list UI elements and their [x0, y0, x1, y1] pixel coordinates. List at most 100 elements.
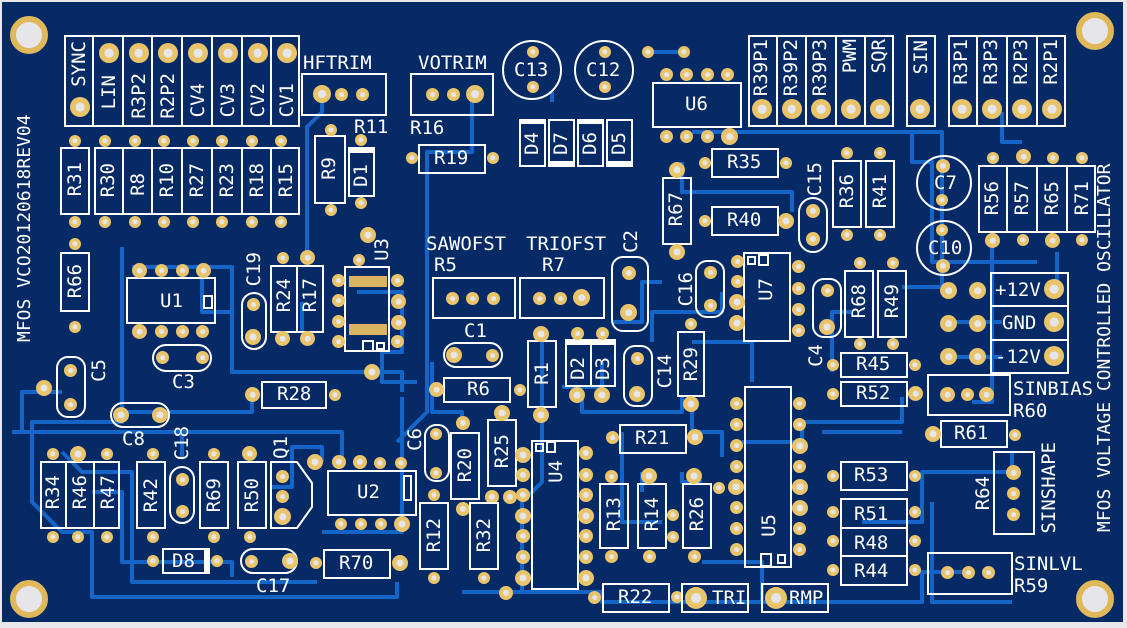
pad[interactable] [245, 555, 258, 568]
pad[interactable] [307, 454, 323, 470]
pad[interactable] [908, 386, 923, 401]
r2p3-pad[interactable] [1012, 99, 1032, 119]
r39p3-pad[interactable] [811, 99, 832, 119]
power-row-minus12v[interactable]: -12V [992, 341, 1067, 372]
power-row-gnd[interactable]: GND [992, 307, 1067, 341]
pad[interactable] [486, 349, 499, 362]
pad[interactable] [72, 531, 84, 543]
pad[interactable] [731, 275, 744, 288]
pad[interactable] [1016, 149, 1031, 164]
pad[interactable] [208, 448, 220, 460]
pad[interactable] [1047, 152, 1059, 164]
pad[interactable] [515, 570, 531, 586]
connector-r39p3[interactable]: R39P3 [807, 35, 837, 127]
connector-r39p1[interactable]: R39P1 [748, 35, 778, 127]
pad[interactable] [909, 535, 921, 547]
pad[interactable] [147, 448, 159, 460]
pad[interactable] [244, 531, 256, 543]
pad[interactable] [792, 500, 808, 516]
pad[interactable] [731, 255, 744, 268]
connector-r2p1[interactable]: R2P1 [1038, 35, 1066, 127]
pad[interactable] [155, 264, 168, 277]
sinbias-pad[interactable] [961, 388, 974, 401]
pad[interactable] [660, 68, 673, 81]
connector-cv4[interactable]: CV4 [183, 35, 213, 127]
pad[interactable] [569, 387, 585, 403]
pad[interactable] [827, 564, 839, 576]
lin-pad[interactable] [98, 43, 119, 63]
pad[interactable] [936, 159, 950, 173]
pad[interactable] [247, 298, 260, 311]
sinlvl-pad[interactable] [962, 566, 975, 579]
pad[interactable] [793, 397, 806, 410]
pad[interactable] [940, 282, 957, 299]
pad[interactable] [887, 338, 899, 350]
connector-lin[interactable]: LIN [94, 35, 124, 127]
connector-r3p3[interactable]: R3P3 [978, 35, 1008, 127]
pad[interactable] [792, 438, 808, 454]
pad[interactable] [701, 130, 714, 143]
sin-pad[interactable] [910, 99, 930, 119]
votrim-pad[interactable] [447, 88, 460, 101]
pad[interactable] [132, 324, 147, 339]
pad[interactable] [69, 216, 81, 228]
pad[interactable] [246, 216, 258, 228]
pad[interactable] [827, 535, 839, 547]
pad[interactable] [606, 431, 619, 444]
pad[interactable] [660, 130, 673, 143]
pad[interactable] [793, 543, 806, 556]
pad[interactable] [392, 555, 408, 571]
minus12v-pad[interactable] [1044, 345, 1064, 366]
connector-cv3[interactable]: CV3 [213, 35, 243, 127]
pad[interactable] [578, 508, 594, 524]
sinlvl-pad[interactable] [982, 566, 995, 579]
trimmer-votrim[interactable] [410, 73, 494, 116]
pad[interactable] [147, 531, 159, 543]
pad[interactable] [456, 416, 470, 430]
pad[interactable] [332, 335, 345, 348]
connector-cv1[interactable]: CV1 [272, 35, 300, 127]
pad[interactable] [152, 407, 168, 423]
pad[interactable] [245, 329, 261, 345]
pad[interactable] [940, 348, 957, 365]
pad[interactable] [332, 274, 345, 287]
connector-cv2[interactable]: CV2 [243, 35, 273, 127]
gnd-pad[interactable] [1044, 312, 1064, 333]
sinshape-pad[interactable] [1006, 465, 1021, 480]
pad[interactable] [1076, 234, 1088, 246]
pad[interactable] [909, 359, 921, 371]
pad[interactable] [792, 282, 805, 295]
pad[interactable] [699, 215, 711, 227]
pad[interactable] [478, 572, 490, 584]
pad[interactable] [70, 446, 86, 462]
pad[interactable] [310, 557, 322, 569]
pad[interactable] [132, 263, 147, 278]
pad[interactable] [487, 152, 499, 164]
pad[interactable] [113, 407, 129, 423]
pad[interactable] [428, 489, 440, 501]
pad[interactable] [936, 194, 948, 206]
connector-sync[interactable]: SYNC [64, 35, 94, 127]
pad[interactable] [516, 550, 530, 564]
sinbias-pad[interactable] [940, 387, 955, 402]
hftrim-pad[interactable] [335, 88, 348, 101]
r2p2-pad[interactable] [158, 43, 179, 63]
pad[interactable] [494, 405, 510, 421]
pad[interactable] [936, 224, 948, 236]
tri-pad[interactable] [685, 587, 707, 609]
pad[interactable] [793, 418, 806, 431]
pad[interactable] [641, 468, 657, 484]
pad[interactable] [730, 543, 743, 556]
pad[interactable] [274, 508, 291, 525]
pad[interactable] [806, 204, 820, 218]
connector-r39p2[interactable]: R39P2 [778, 35, 808, 127]
pad[interactable] [277, 252, 289, 264]
pad[interactable] [792, 479, 808, 495]
pad[interactable] [854, 257, 866, 269]
pad[interactable] [176, 264, 189, 277]
pad[interactable] [730, 460, 743, 473]
pad[interactable] [158, 135, 170, 147]
pad[interactable] [196, 325, 209, 338]
pad[interactable] [335, 518, 347, 530]
pad[interactable] [428, 572, 440, 584]
